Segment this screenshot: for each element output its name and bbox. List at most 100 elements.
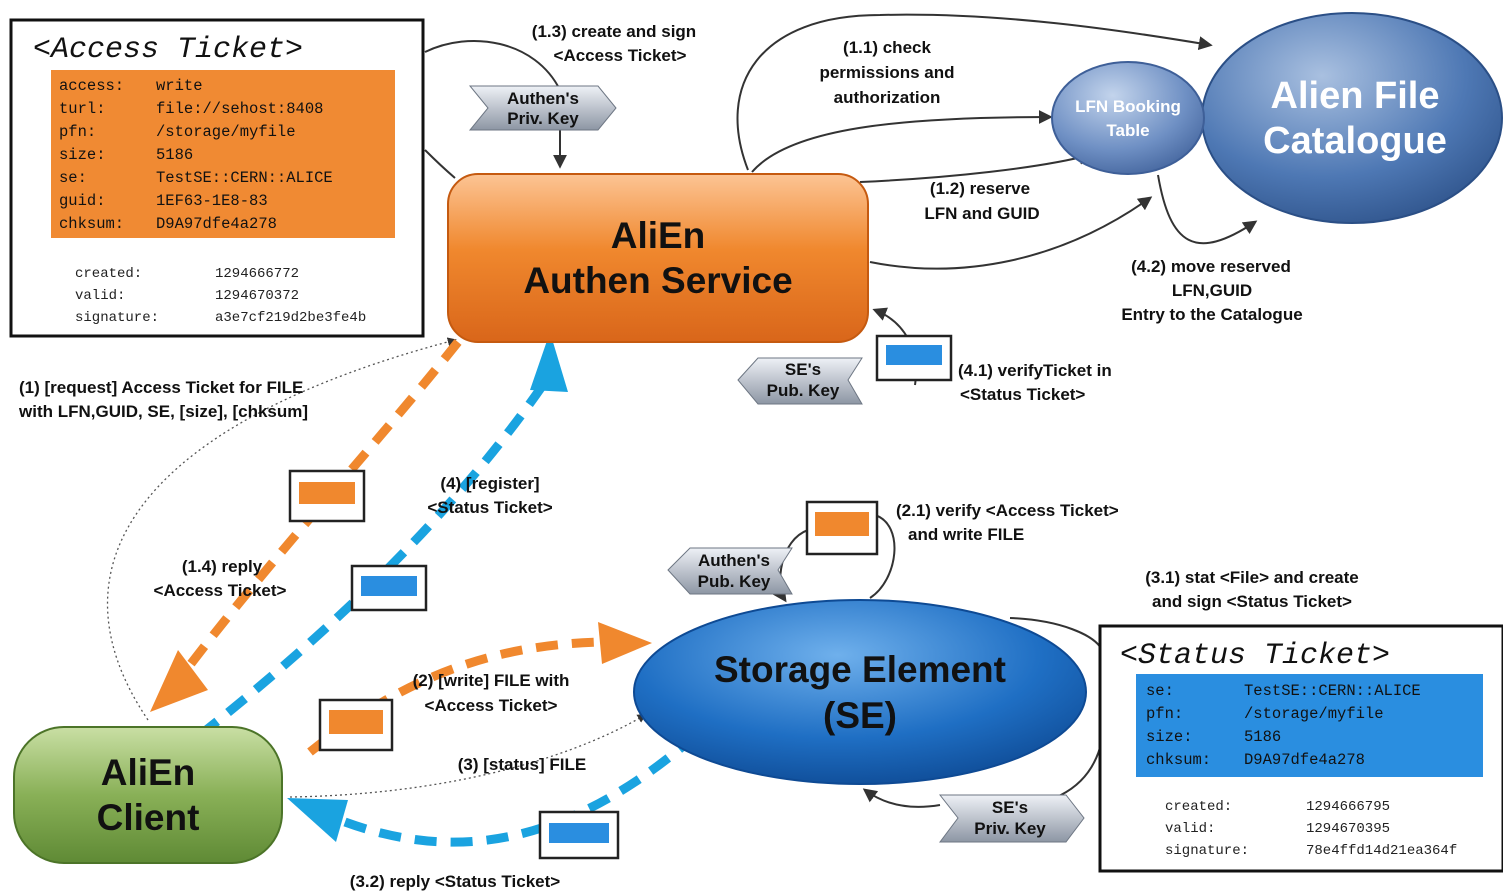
client-line1: AliEn bbox=[101, 752, 196, 793]
storage-element-node[interactable]: Storage Element (SE) bbox=[633, 599, 1087, 785]
access-field-key: turl: bbox=[59, 100, 106, 118]
access-meta-value: a3e7cf219d2be3fe4b bbox=[215, 310, 366, 326]
blue-dashed-arrows bbox=[197, 379, 691, 847]
arrow-authen-left-loop bbox=[424, 149, 456, 179]
arrow-1-3-create-sign bbox=[424, 40, 567, 169]
label-2-line1: (2) [write] FILE with bbox=[413, 671, 570, 690]
arrow-3-2-head bbox=[287, 798, 348, 842]
access-field-value: write bbox=[156, 77, 203, 95]
authen-priv-key: Authen's Priv. Key bbox=[468, 85, 617, 131]
se-pub-key-line1: SE's bbox=[785, 360, 821, 379]
status-field-key: se: bbox=[1146, 682, 1174, 700]
label-1-3-line2: <Access Ticket> bbox=[554, 46, 687, 65]
booking-table-node[interactable]: LFN Booking Table bbox=[1051, 61, 1205, 175]
se-priv-key-line1: SE's bbox=[992, 798, 1028, 817]
label-3-1-line1: (3.1) stat <File> and create bbox=[1145, 568, 1359, 587]
label-4-2-line1: (4.2) move reserved bbox=[1131, 257, 1291, 276]
ticket-icon-reply-access bbox=[288, 469, 366, 523]
access-field-key: chksum: bbox=[59, 215, 124, 233]
access-meta-key: valid: bbox=[75, 288, 125, 304]
authen-priv-key-line2: Priv. Key bbox=[507, 109, 579, 128]
access-field-value: file://sehost:8408 bbox=[156, 100, 323, 118]
ticket-icons bbox=[288, 334, 953, 860]
arrow-1-4-reply bbox=[186, 339, 462, 668]
status-meta-value: 1294670395 bbox=[1306, 821, 1390, 837]
black-arrows bbox=[424, 13, 1258, 808]
se-line1: Storage Element bbox=[714, 649, 1006, 690]
label-1-4-line2: <Access Ticket> bbox=[154, 581, 287, 600]
booking-line1: LFN Booking bbox=[1075, 97, 1181, 116]
status-field-key: pfn: bbox=[1146, 705, 1183, 723]
arrow-3-status bbox=[289, 714, 647, 798]
status-ticket-fields: se: TestSE::CERN::ALICE pfn: /storage/my… bbox=[1146, 682, 1421, 769]
catalogue-line2: Catalogue bbox=[1263, 120, 1447, 162]
label-1-1-line1: (1.1) check bbox=[843, 38, 931, 57]
status-meta-key: valid: bbox=[1165, 821, 1215, 837]
arrow-1-1-to-booking bbox=[751, 110, 1053, 173]
se-pub-key-line2: Pub. Key bbox=[767, 381, 840, 400]
access-ticket-card: <Access Ticket> access: write turl: file… bbox=[9, 18, 425, 338]
label-2-line2: <Access Ticket> bbox=[425, 696, 558, 715]
authen-service-node[interactable]: AliEn Authen Service bbox=[447, 173, 869, 343]
label-4-line1: (4) [register] bbox=[440, 474, 539, 493]
access-field-key: pfn: bbox=[59, 123, 96, 141]
arrow-4-2-move bbox=[1157, 174, 1258, 245]
arrow-2-head bbox=[598, 622, 652, 664]
label-1-2-line1: (1.2) reserve bbox=[930, 179, 1030, 198]
label-1-1-line3: authorization bbox=[834, 88, 941, 107]
authen-pub-key-line2: Pub. Key bbox=[698, 572, 771, 591]
status-ticket-card: <Status Ticket> se: TestSE::CERN::ALICE … bbox=[1098, 624, 1503, 873]
access-meta-key: created: bbox=[75, 266, 142, 282]
arrow-2-1-loop-right bbox=[869, 514, 896, 599]
access-field-key: guid: bbox=[59, 192, 106, 210]
dotted-arrows bbox=[106, 337, 647, 798]
catalogue-line1: Alien File bbox=[1271, 75, 1440, 117]
label-2-1-line2: and write FILE bbox=[908, 525, 1024, 544]
client-line2: Client bbox=[97, 797, 200, 838]
access-ticket-fields: access: write turl: file://sehost:8408 p… bbox=[59, 77, 333, 233]
ticket-icon-verify-status bbox=[875, 334, 953, 382]
authen-line1: AliEn bbox=[611, 215, 706, 256]
authen-pub-key-line1: Authen's bbox=[698, 551, 770, 570]
status-ticket-fields-bg bbox=[1136, 674, 1483, 777]
access-field-value: 1EF63-1E8-83 bbox=[156, 192, 268, 210]
status-field-value: TestSE::CERN::ALICE bbox=[1244, 682, 1421, 700]
label-4-1-line1: (4.1) verifyTicket in bbox=[958, 361, 1112, 380]
status-field-value: D9A97dfe4a278 bbox=[1244, 751, 1365, 769]
authen-line2: Authen Service bbox=[523, 260, 792, 301]
status-meta-key: signature: bbox=[1165, 843, 1249, 859]
access-field-value: D9A97dfe4a278 bbox=[156, 215, 277, 233]
se-pub-key: SE's Pub. Key bbox=[737, 357, 863, 405]
label-2-1-line1: (2.1) verify <Access Ticket> bbox=[896, 501, 1119, 520]
label-1-1-line2: permissions and bbox=[819, 63, 954, 82]
status-meta-value: 1294666795 bbox=[1306, 799, 1390, 815]
arrow-4-head bbox=[530, 332, 568, 392]
arrow-3-2-reply bbox=[343, 738, 691, 847]
catalogue-node[interactable]: Alien File Catalogue bbox=[1201, 12, 1503, 224]
label-4-1-line2: <Status Ticket> bbox=[960, 385, 1085, 404]
access-field-key: size: bbox=[59, 146, 106, 164]
access-field-value: /storage/myfile bbox=[156, 123, 296, 141]
arrow-to-se-priv bbox=[862, 788, 941, 808]
ticket-icon-register-status bbox=[350, 564, 428, 612]
label-1-line2: with LFN,GUID, SE, [size], [chksum] bbox=[18, 402, 308, 421]
status-field-value: /storage/myfile bbox=[1244, 705, 1384, 723]
authen-priv-key-line1: Authen's bbox=[507, 89, 579, 108]
se-priv-key: SE's Priv. Key bbox=[938, 794, 1085, 843]
arrow-authen-to-catalogue bbox=[869, 196, 1153, 270]
access-field-key: se: bbox=[59, 169, 87, 187]
access-ticket-meta: created: 1294666772 valid: 1294670372 si… bbox=[75, 266, 366, 326]
access-field-value: 5186 bbox=[156, 146, 193, 164]
label-4-line2: <Status Ticket> bbox=[427, 498, 552, 517]
label-1-4-line1: (1.4) reply bbox=[182, 557, 263, 576]
label-1-3-line1: (1.3) create and sign bbox=[532, 22, 696, 41]
access-ticket-title: <Access Ticket> bbox=[33, 33, 303, 67]
client-node[interactable]: AliEn Client bbox=[13, 726, 283, 864]
label-4-2-line3: Entry to the Catalogue bbox=[1121, 305, 1302, 324]
arrow-1-4-head bbox=[150, 650, 208, 712]
access-field-key: access: bbox=[59, 77, 124, 95]
ticket-icon-write-access bbox=[318, 698, 394, 752]
status-field-key: size: bbox=[1146, 728, 1193, 746]
status-ticket-title: <Status Ticket> bbox=[1120, 639, 1390, 673]
